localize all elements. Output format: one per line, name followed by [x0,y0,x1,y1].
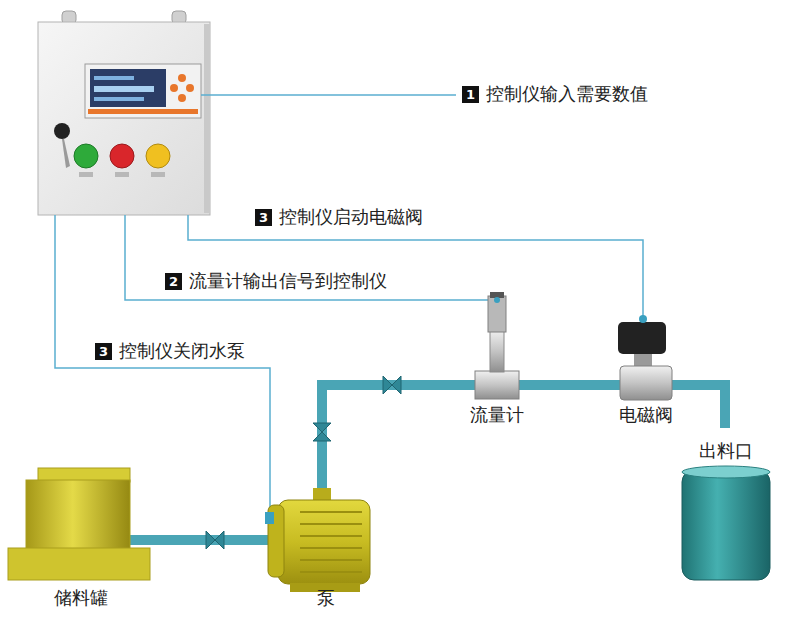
screen-line [94,86,154,92]
part-box: 流量计 [465,286,529,430]
panel-key [178,74,186,82]
callout-number: 3 [255,209,272,226]
motor-fin [300,535,362,537]
motor-fin [300,547,362,549]
motor-fin [300,571,362,573]
stop-button [110,144,134,168]
button-plate [115,172,129,177]
flowmeter-body [475,371,519,399]
signal-wire [188,215,643,316]
hand-valve [206,531,224,549]
callout-number: 1 [462,86,479,103]
hand-valve [313,423,331,441]
part-label: 电磁阀 [619,404,673,426]
panel-key [186,84,194,92]
controller-panel [85,64,201,118]
key-lock [54,123,70,139]
panel-key [170,84,178,92]
reset-button [146,144,170,168]
bucket-rim [682,466,770,478]
panel-strip [88,109,198,114]
part-box: 泵 [262,486,390,613]
pipe [529,380,606,390]
callout-text: 控制仪关闭水泵 [119,340,245,362]
cabinet-side [204,24,210,213]
start-button [74,144,98,168]
motor-fin [300,523,362,525]
outlet-bucket [682,470,770,580]
part-label: 流量计 [470,404,524,426]
button-plate [151,172,165,177]
signal-wire [55,215,270,512]
part-box: 储料罐 [8,465,153,613]
callout-text: 控制仪启动电磁阀 [279,206,423,228]
part-label: 出料口 [699,440,753,462]
callout-text: 流量计输出信号到控制仪 [189,270,387,292]
storage-tank [26,480,130,550]
controller-screen [90,69,166,107]
flowmeter-sensor [488,296,506,332]
motor-fin [300,511,362,513]
leader-line [201,94,456,96]
panel-key [178,94,186,102]
solenoid-coil [618,322,666,354]
key [62,139,70,168]
screen-line [94,97,144,101]
callout-text: 控制仪输入需要数值 [486,83,648,105]
part-box: 出料口 [676,428,776,588]
pipe [686,385,725,428]
callout-number: 3 [95,343,112,360]
wire-terminal [639,315,647,323]
wire-terminal [265,512,274,524]
tank-base [8,548,150,580]
control-cabinet [38,22,210,215]
part-label: 泵 [317,587,335,609]
hand-valve [383,376,401,394]
pump-motor [278,500,370,584]
screen-line [94,76,134,80]
wire-terminal [494,297,500,303]
pipe [322,385,465,486]
part-box: 电磁阀 [606,310,686,430]
motor-fin [300,559,362,561]
pipe [128,535,154,545]
button-plate [79,172,93,177]
part-label: 储料罐 [54,587,108,609]
signal-wire [125,215,489,300]
callout-number: 2 [165,273,182,290]
flowmeter-neck [490,330,504,372]
solenoid-body [620,366,672,400]
